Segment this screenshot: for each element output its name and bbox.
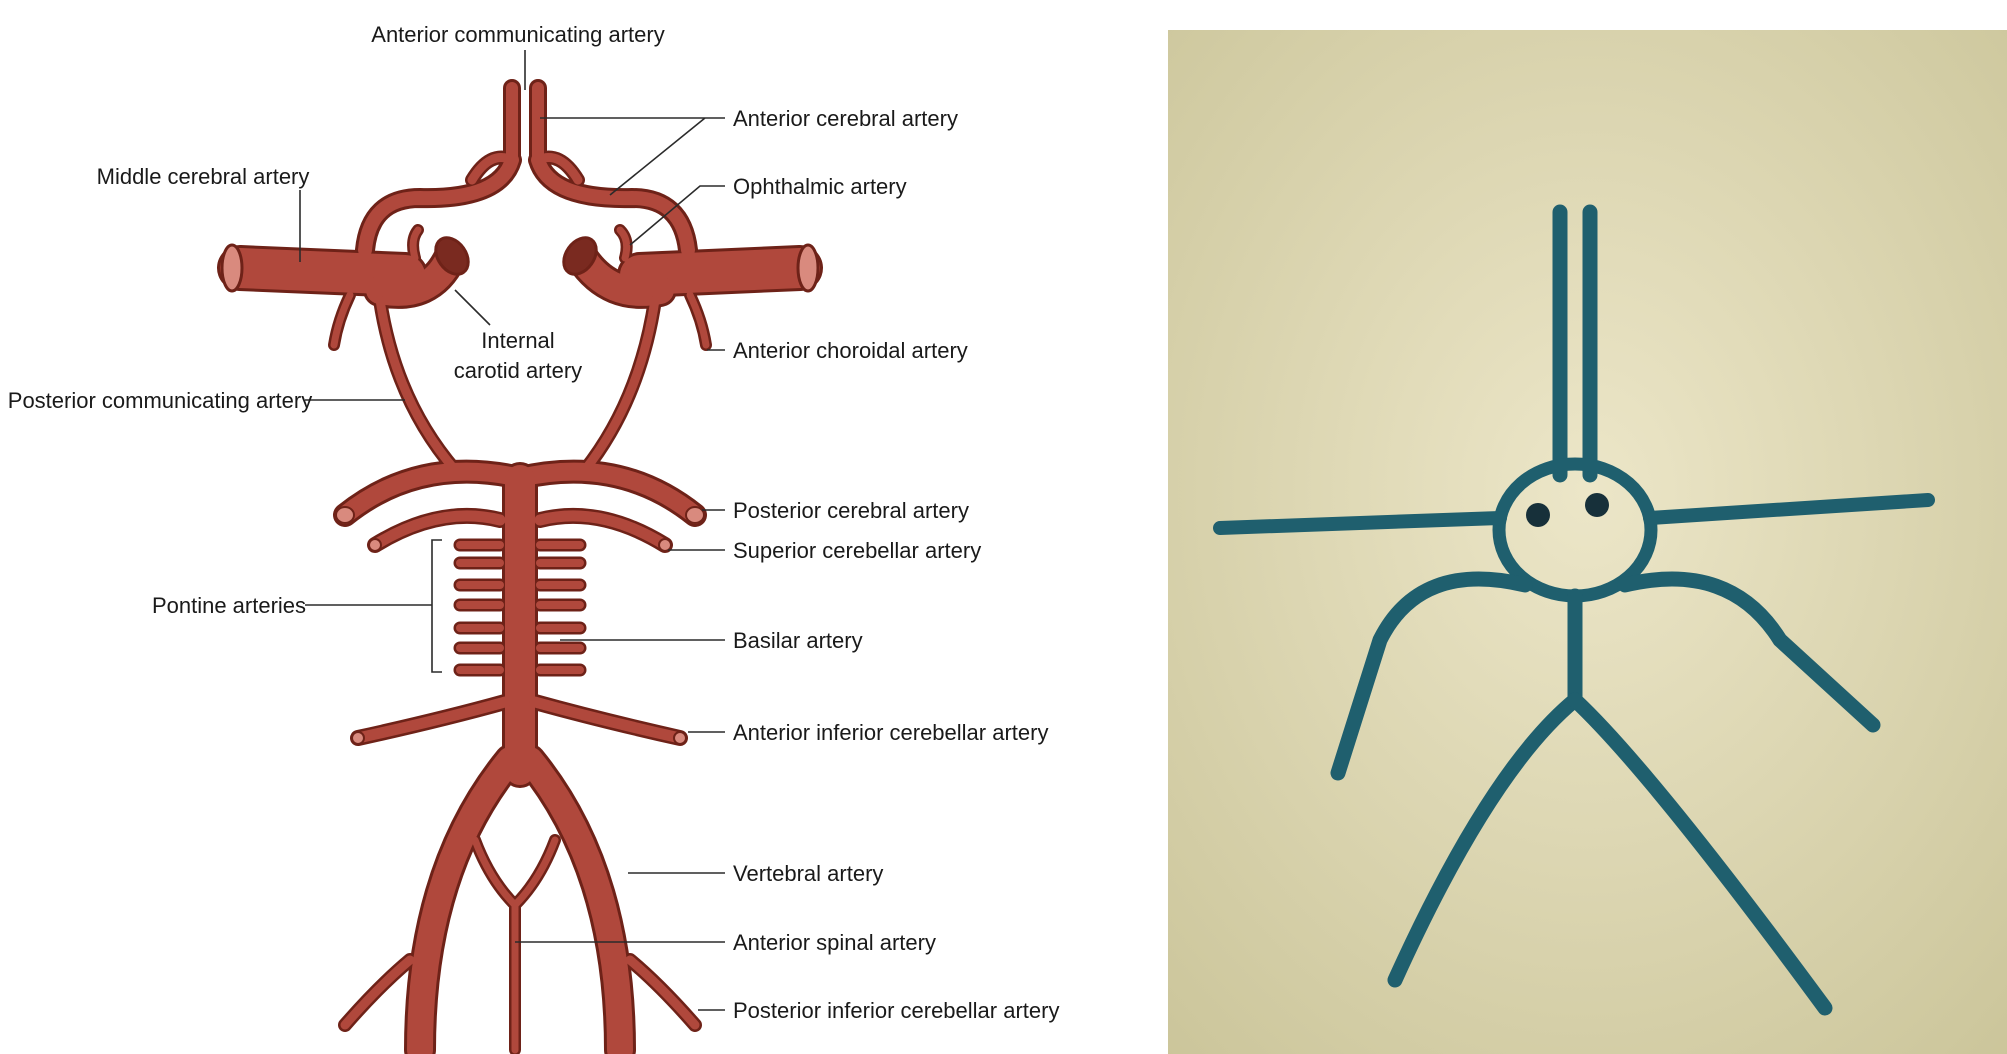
artery-illustration bbox=[222, 88, 818, 1050]
label-anterior-spinal-artery: Anterior spinal artery bbox=[733, 930, 936, 955]
label-vertebral-artery: Vertebral artery bbox=[733, 861, 883, 886]
label-posterior-inferior-cerebellar-artery: Posterior inferior cerebellar artery bbox=[733, 998, 1059, 1023]
label-anterior-cerebral-artery: Anterior cerebral artery bbox=[733, 106, 958, 131]
label-internal-carotid-line1: Internal bbox=[481, 328, 554, 353]
label-posterior-communicating-artery: Posterior communicating artery bbox=[8, 388, 312, 413]
label-middle-cerebral-artery: Middle cerebral artery bbox=[97, 164, 310, 189]
label-ophthalmic-artery: Ophthalmic artery bbox=[733, 174, 907, 199]
label-pontine-arteries: Pontine arteries bbox=[152, 593, 306, 618]
photo-background bbox=[1168, 30, 2007, 1054]
model-right-opening bbox=[1585, 493, 1609, 517]
label-basilar-artery: Basilar artery bbox=[733, 628, 863, 653]
label-anterior-inferior-cerebellar-artery: Anterior inferior cerebellar artery bbox=[733, 720, 1048, 745]
pontine-bracket bbox=[432, 540, 442, 672]
model-photo bbox=[1168, 30, 2007, 1054]
label-posterior-cerebral-artery: Posterior cerebral artery bbox=[733, 498, 969, 523]
label-superior-cerebellar-artery: Superior cerebellar artery bbox=[733, 538, 981, 563]
model-left-opening bbox=[1526, 503, 1550, 527]
label-anterior-communicating-artery: Anterior communicating artery bbox=[371, 22, 664, 47]
label-anterior-choroidal-artery: Anterior choroidal artery bbox=[733, 338, 968, 363]
label-internal-carotid-line2: carotid artery bbox=[454, 358, 582, 383]
